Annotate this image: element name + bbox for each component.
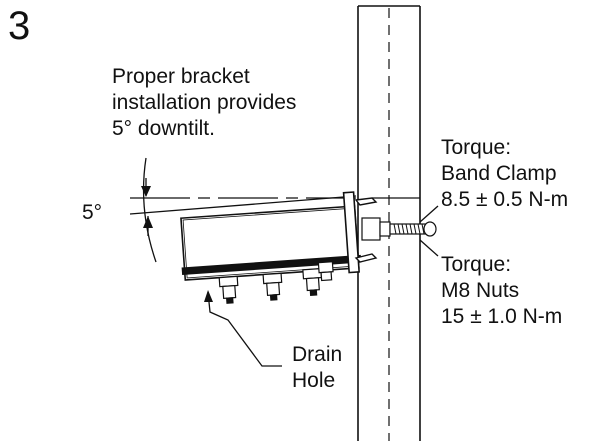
tilt-reference-lines	[129, 195, 357, 215]
drain-hole-leader	[204, 290, 282, 367]
angle-label: 5°	[82, 201, 103, 224]
torque-leaders	[419, 205, 439, 257]
connector-2	[262, 272, 283, 301]
downtilt-note: Proper bracket installation provides 5° …	[112, 65, 297, 140]
torque-m8-nuts-label: Torque: M8 Nuts 15 ± 1.0 N-m	[441, 253, 563, 328]
angle-indicator	[141, 157, 157, 263]
drain-hole-label: Drain Hole	[292, 343, 343, 392]
threaded-rod	[361, 217, 437, 241]
connector-1	[218, 275, 239, 304]
antenna-unit	[180, 191, 362, 304]
torque-band-clamp-label: Torque: Band Clamp 8.5 ± 0.5 N-m	[441, 136, 569, 211]
band-clamp	[354, 197, 420, 263]
tilted-reference-line	[129, 195, 357, 215]
step-number: 3	[8, 4, 31, 48]
connector-3	[302, 261, 334, 296]
